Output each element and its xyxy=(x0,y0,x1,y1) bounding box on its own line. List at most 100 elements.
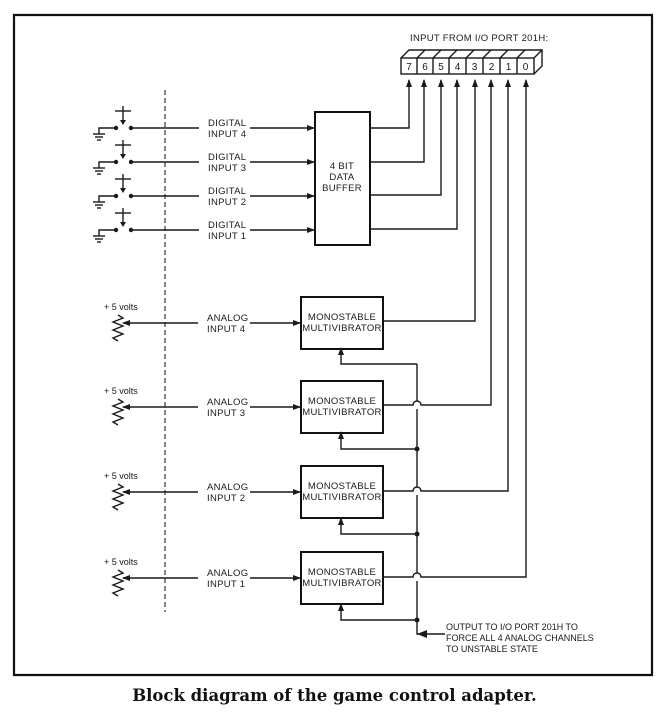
ground-wire xyxy=(98,127,116,134)
register-top-edge xyxy=(499,49,509,59)
bit-cell-label: 7 xyxy=(406,62,412,73)
buffer-to-bit-5 xyxy=(370,79,444,196)
junction-dot xyxy=(414,617,420,623)
digital-input-label-1: DIGITAL xyxy=(208,118,246,129)
digital-input-label-2: INPUT 4 xyxy=(208,129,246,140)
switch-arrow-icon xyxy=(120,188,126,193)
register-top-edge xyxy=(482,49,492,59)
supply-voltage-label: + 5 volts xyxy=(104,302,138,312)
multivibrator-label-1: MONOSTABLE xyxy=(308,481,376,492)
bit-cell-label: 3 xyxy=(472,62,478,73)
output-note-line-3: TO UNSTABLE STATE xyxy=(446,644,538,654)
digital-input-label-1: DIGITAL xyxy=(208,220,246,231)
ground-wire xyxy=(98,195,116,202)
buffer-to-bit-7 xyxy=(370,79,412,129)
bit-cell-label: 4 xyxy=(455,62,461,73)
multivibrator-label-2: MULTIVIBRATOR xyxy=(302,323,381,334)
register-top-edge xyxy=(465,49,475,59)
analog-input-label-2: INPUT 1 xyxy=(207,579,245,590)
trigger-to-mmv3 xyxy=(338,431,417,450)
bit-cell-label: 5 xyxy=(438,62,444,73)
data-buffer-box xyxy=(314,111,371,246)
buffer-to-bit-6 xyxy=(370,79,427,163)
supply-voltage-label: + 5 volts xyxy=(104,386,138,396)
analog-input-label-1: ANALOG xyxy=(207,313,248,324)
output-port-arrowhead xyxy=(417,630,427,638)
multivibrator-label-2: MULTIVIBRATOR xyxy=(302,407,381,418)
multivibrator-output-lines xyxy=(383,79,529,578)
potentiometer-icon xyxy=(111,314,125,342)
potentiometer-icon xyxy=(111,569,125,597)
digital-input-label-2: INPUT 1 xyxy=(208,231,246,242)
junction-dot xyxy=(414,446,420,452)
ground-wire xyxy=(98,161,116,168)
switch-arrow-icon xyxy=(120,222,126,227)
register-top-edge xyxy=(516,49,526,59)
output-note-line-1: OUTPUT TO I/O PORT 201H TO xyxy=(446,622,578,632)
switch-arrow-icon xyxy=(120,154,126,159)
monostable-multivibrator-box xyxy=(300,551,384,605)
buffer-output-lines xyxy=(370,79,460,230)
output-port-arrow xyxy=(416,622,445,635)
monostable-multivibrator-box xyxy=(300,465,384,519)
multivibrator-label-2: MULTIVIBRATOR xyxy=(302,578,381,589)
bit-cell-label: 0 xyxy=(523,62,529,73)
analog-input-label-2: INPUT 2 xyxy=(207,493,245,504)
output-note-line-2: FORCE ALL 4 ANALOG CHANNELS xyxy=(446,633,594,643)
register-top-edge xyxy=(533,49,543,59)
register-top-edge xyxy=(432,49,442,59)
analog-input-label-2: INPUT 3 xyxy=(207,408,245,419)
mmv1-to-bit-0 xyxy=(383,79,529,578)
analog-input-label-1: ANALOG xyxy=(207,482,248,493)
analog-input-label-1: ANALOG xyxy=(207,397,248,408)
port-register-title: INPUT FROM I/O PORT 201H: xyxy=(410,33,548,44)
analog-input-label-2: INPUT 4 xyxy=(207,324,245,335)
bit-cell-label: 2 xyxy=(489,62,495,73)
analog-input-label-1: ANALOG xyxy=(207,568,248,579)
monostable-multivibrator-box xyxy=(300,296,384,350)
data-buffer-label-2: DATA xyxy=(329,172,354,183)
multivibrator-label-1: MONOSTABLE xyxy=(308,567,376,578)
monostable-multivibrator-box xyxy=(300,380,384,434)
data-buffer-label-3: BUFFER xyxy=(322,183,362,194)
supply-voltage-label: + 5 volts xyxy=(104,471,138,481)
supply-voltage-label: + 5 volts xyxy=(104,557,138,567)
digital-input-label-2: INPUT 3 xyxy=(208,163,246,174)
register-front-face xyxy=(400,57,535,75)
register-top-edge xyxy=(448,49,458,59)
trigger-bus xyxy=(338,347,445,638)
potentiometer-icon xyxy=(111,398,125,426)
digital-input-label-1: DIGITAL xyxy=(208,186,246,197)
multivibrator-label-2: MULTIVIBRATOR xyxy=(302,492,381,503)
register-top-edge xyxy=(416,49,426,59)
switch-arrow-icon xyxy=(120,120,126,125)
ground-wire xyxy=(98,229,116,236)
mmv4-to-bit-3 xyxy=(383,79,478,322)
buffer-to-bit-4 xyxy=(370,79,460,230)
junction-dot xyxy=(414,531,420,537)
multivibrator-label-1: MONOSTABLE xyxy=(308,312,376,323)
mmv2-to-bit-1 xyxy=(383,79,511,492)
digital-input-label-2: INPUT 2 xyxy=(208,197,246,208)
data-buffer: 4 BIT DATA BUFFER xyxy=(314,111,371,246)
bit-cell-label: 6 xyxy=(422,62,428,73)
figure-caption: Block diagram of the game control adapte… xyxy=(132,686,537,705)
trigger-to-mmv1 xyxy=(338,603,417,621)
multivibrator-label-1: MONOSTABLE xyxy=(308,396,376,407)
figure-frame xyxy=(12,13,654,677)
trigger-to-mmv2 xyxy=(338,517,417,535)
data-buffer-label-1: 4 BIT xyxy=(330,161,354,172)
potentiometer-icon xyxy=(111,483,125,511)
bit-cell-label: 1 xyxy=(506,62,512,73)
